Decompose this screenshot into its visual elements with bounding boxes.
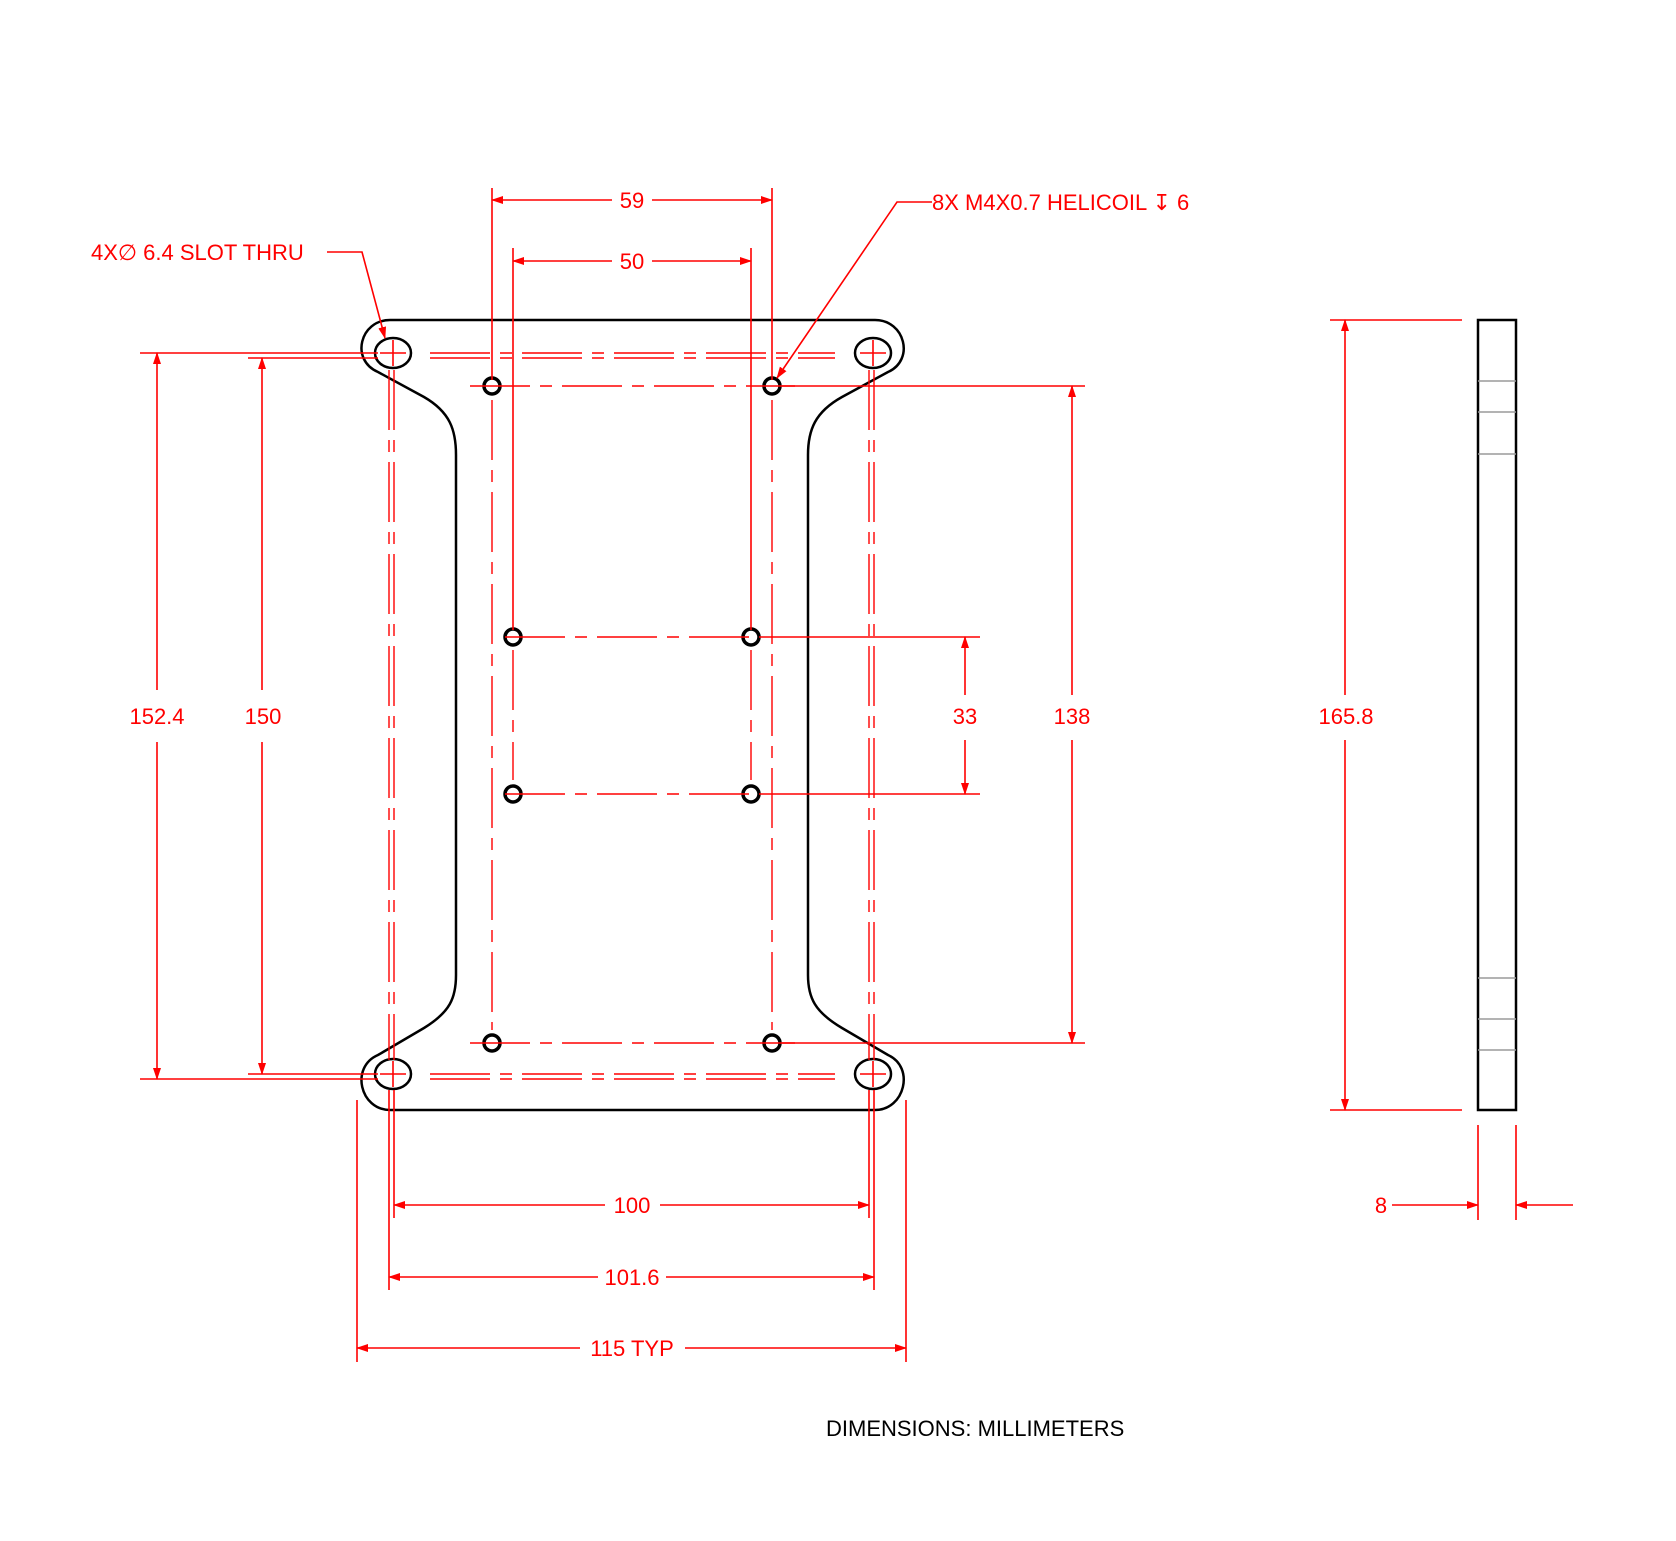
dim-33-text: 33 — [953, 704, 977, 729]
dim-100: 100 — [393, 1090, 870, 1218]
slot-note: 4X∅ 6.4 SLOT THRU — [91, 240, 387, 339]
dim-101-6-text: 101.6 — [604, 1265, 659, 1290]
slot-note-text: 4X∅ 6.4 SLOT THRU — [91, 240, 304, 265]
dim-50: 50 — [512, 248, 752, 630]
slot-bottom-right — [853, 1057, 893, 1091]
side-view-bend-lines — [1478, 380, 1516, 1051]
slot-top-right — [853, 336, 893, 370]
dim-8-text: 8 — [1375, 1193, 1387, 1218]
center-lines — [388, 352, 875, 1080]
dim-100-text: 100 — [614, 1193, 651, 1218]
dim-165-8: 165.8 — [1318, 319, 1462, 1111]
dim-59: 59 — [491, 188, 773, 380]
slot-holes — [373, 336, 893, 1091]
dim-8: 8 — [1375, 1125, 1573, 1220]
helicoil-note-text: 8X M4X0.7 HELICOIL ↧ 6 — [932, 190, 1189, 215]
dim-101-6: 101.6 — [388, 1090, 875, 1290]
dim-138: 138 — [782, 385, 1091, 1044]
dim-152-4: 152.4 — [129, 352, 378, 1080]
helicoil-holes — [482, 376, 782, 1053]
dim-33: 33 — [760, 636, 980, 795]
dim-115-typ: 115 TYP — [356, 1100, 907, 1362]
dim-152-4-text: 152.4 — [129, 704, 184, 729]
dim-50-text: 50 — [620, 249, 644, 274]
slot-center-marks — [380, 340, 886, 1087]
dim-138-text: 138 — [1054, 704, 1091, 729]
dim-115-typ-text: 115 TYP — [590, 1336, 674, 1361]
units-note: DIMENSIONS: MILLIMETERS — [826, 1416, 1124, 1441]
side-view-plate — [1476, 318, 1518, 1112]
plate-outline — [360, 318, 905, 1112]
dim-165-8-text: 165.8 — [1318, 704, 1373, 729]
dim-150-text: 150 — [245, 704, 282, 729]
helicoil-note: 8X M4X0.7 HELICOIL ↧ 6 — [776, 190, 1189, 379]
dim-59-text: 59 — [620, 188, 644, 213]
dim-150: 150 — [245, 357, 378, 1075]
